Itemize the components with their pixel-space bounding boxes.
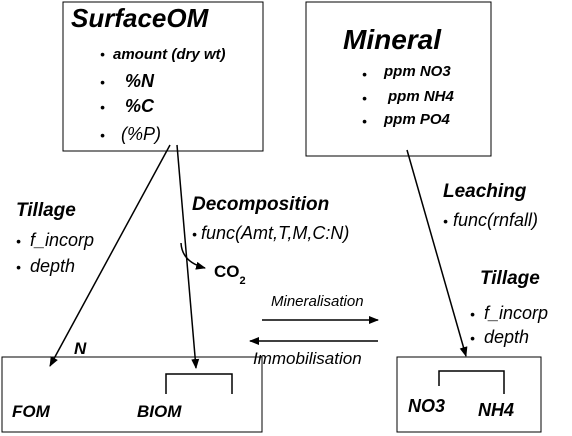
bullet-dot: • <box>100 127 105 143</box>
biom-bracket <box>165 373 233 394</box>
bullet-dot: • <box>100 46 105 62</box>
co2-subscript: 2 <box>240 275 246 287</box>
mineral-ppm-no3: ppm NO3 <box>383 63 451 80</box>
arrow-surface-om-to-fom <box>49 144 171 367</box>
leaching-formula: func(rnfall) <box>453 210 538 230</box>
arrow-decomposition-to-co2 <box>180 242 206 270</box>
bullet-dot: • <box>443 213 448 229</box>
surface-om-box <box>62 1 264 152</box>
nh4-label: NH4 <box>478 400 514 420</box>
tillage-right-depth: depth <box>484 327 529 347</box>
mineralisation-label: Mineralisation <box>271 293 364 310</box>
surface-om-amount: amount (dry wt) <box>113 46 226 63</box>
mineral-box <box>305 1 492 157</box>
surface-om-title: SurfaceOM <box>71 3 210 33</box>
bullet-dot: • <box>362 66 367 82</box>
bullet-dot: • <box>362 113 367 129</box>
n-label: N <box>74 339 87 358</box>
tillage-left-f-incorp: f_incorp <box>30 230 94 250</box>
surface-om-pct-n: %N <box>125 71 155 91</box>
leaching-title: Leaching <box>443 181 527 202</box>
mineral-ppm-po4: ppm PO4 <box>383 111 451 128</box>
no3-nh4-bracket <box>438 370 505 394</box>
bottom-right-pool-box <box>396 356 542 433</box>
decomposition-title: Decomposition <box>192 194 329 215</box>
co2-main: CO <box>214 262 240 281</box>
bullet-dot: • <box>100 74 105 90</box>
bullet-dot: • <box>470 330 475 346</box>
bullet-dot: • <box>16 259 21 275</box>
fom-label: FOM <box>12 402 51 421</box>
tillage-left-title: Tillage <box>16 200 76 221</box>
tillage-left-depth: depth <box>30 256 75 276</box>
arrow-leaching <box>406 149 468 357</box>
co2-label: CO2 <box>214 262 246 287</box>
decomposition-formula: func(Amt,T,M,C:N) <box>201 223 349 243</box>
biom-label: BIOM <box>137 402 182 421</box>
immobilisation-label: Immobilisation <box>253 349 362 368</box>
bullet-dot: • <box>470 306 475 322</box>
bullet-dot: • <box>192 226 197 242</box>
bullet-dot: • <box>16 233 21 249</box>
mineral-ppm-nh4: ppm NH4 <box>387 88 454 105</box>
mineral-title: Mineral <box>343 24 442 55</box>
no3-label: NO3 <box>408 396 445 416</box>
bullet-dot: • <box>362 90 367 106</box>
surface-om-pct-p: (%P) <box>121 124 161 144</box>
surface-om-pct-c: %C <box>125 96 155 116</box>
bullet-dot: • <box>100 99 105 115</box>
bottom-left-pool-box <box>1 356 263 433</box>
tillage-right-title: Tillage <box>480 268 540 289</box>
tillage-right-f-incorp: f_incorp <box>484 303 548 323</box>
